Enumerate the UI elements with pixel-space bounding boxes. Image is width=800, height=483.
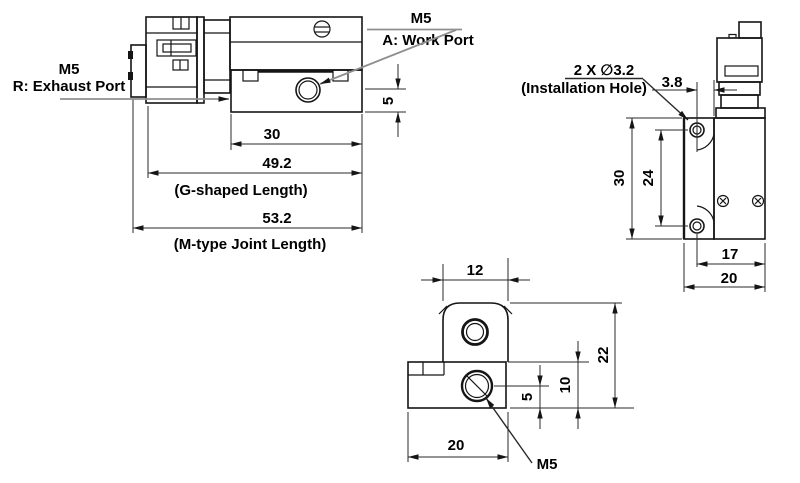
exhaust-port-m5-label: M5 bbox=[59, 61, 80, 78]
dim-hole-pitch-24: 24 bbox=[640, 169, 657, 186]
work-port-m5-label: M5 bbox=[411, 10, 432, 27]
front-view-dimensions: 3.8 30 24 17 20 bbox=[611, 74, 765, 290]
end-view-outline bbox=[407, 302, 513, 409]
m5-port-hole bbox=[460, 369, 494, 403]
valve-body-outline bbox=[229, 16, 363, 113]
end-view: 12 22 10 5 20 M5 bbox=[407, 258, 634, 473]
dim-dome-width-12: 12 bbox=[467, 262, 484, 279]
front-view: 3.8 30 24 17 20 2 X ∅3.2 (Installation H… bbox=[521, 21, 766, 292]
m5-port-label-group: M5 bbox=[485, 397, 558, 473]
dim-port-offset-5-bottom: 5 bbox=[519, 393, 536, 401]
side-view: 5 30 49.2 (G-shaped Length) 53.2 (M-type… bbox=[13, 10, 474, 253]
joint-plug-outline bbox=[128, 16, 231, 104]
dim-g-length-note: (G-shaped Length) bbox=[174, 182, 307, 199]
dim-g-length: 49.2 bbox=[262, 155, 291, 172]
dim-total-height-22: 22 bbox=[595, 347, 612, 364]
exhaust-port-label: R: Exhaust Port bbox=[13, 78, 126, 95]
dim-body-width-17: 17 bbox=[722, 246, 739, 263]
installation-hole-label-group: 2 X ∅3.2 (Installation Hole) bbox=[521, 62, 689, 121]
plug-clip-mark bbox=[128, 51, 133, 59]
installation-hole-bottom bbox=[689, 218, 705, 234]
work-port-hole bbox=[295, 77, 321, 103]
dome-port-hole bbox=[461, 318, 489, 346]
installation-hole-note: (Installation Hole) bbox=[521, 80, 647, 97]
work-port-label-group: M5 A: Work Port bbox=[319, 10, 474, 85]
side-view-dimensions: 5 30 49.2 (G-shaped Length) 53.2 (M-type… bbox=[133, 64, 401, 253]
dim-plate-height-30: 30 bbox=[611, 170, 628, 187]
dim-block-width-20-bottom: 20 bbox=[448, 437, 465, 454]
body-screw-left bbox=[716, 194, 730, 208]
dim-total-width-20: 20 bbox=[721, 270, 738, 287]
plug-clip-mark bbox=[128, 72, 133, 80]
front-connector-outline bbox=[715, 21, 766, 119]
dim-port-offset-5: 5 bbox=[380, 97, 397, 105]
dim-block-height-10: 10 bbox=[557, 377, 574, 394]
dim-hole-offset-3-8: 3.8 bbox=[662, 74, 683, 91]
exhaust-port-label-group: M5 R: Exhaust Port bbox=[13, 61, 229, 102]
front-body-outline bbox=[682, 117, 766, 240]
dim-block-width-30: 30 bbox=[264, 126, 281, 143]
body-screw-right bbox=[751, 194, 765, 208]
dim-m-length: 53.2 bbox=[262, 210, 291, 227]
top-screw bbox=[313, 20, 331, 38]
installation-hole-label: 2 X ∅3.2 bbox=[574, 62, 634, 79]
end-view-dimensions: 12 22 10 5 20 bbox=[408, 262, 618, 460]
dim-m-length-note: (M-type Joint Length) bbox=[174, 236, 326, 253]
m5-port-label: M5 bbox=[537, 456, 558, 473]
